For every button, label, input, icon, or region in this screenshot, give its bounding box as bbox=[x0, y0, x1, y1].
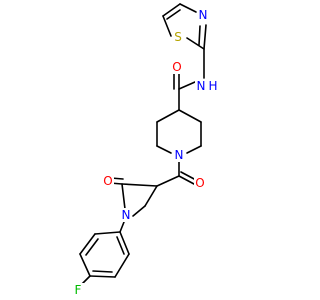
amide-nitrogen-label: N bbox=[197, 79, 206, 93]
bond-pyrrolidone-c5-c3 bbox=[121, 183, 158, 187]
atom-labels: S N N H O N O O N F bbox=[72, 8, 218, 297]
bond-piperidine-c4-c3 bbox=[156, 109, 180, 123]
bond-aryl-c3-c4 bbox=[79, 253, 91, 277]
label-bg-thiazole-n bbox=[197, 8, 209, 22]
bond-aryl-c5-c6 bbox=[114, 253, 130, 278]
bond-amide-n-carbonyl-c bbox=[178, 81, 196, 90]
bond-pyrrolidone-c3-c4 bbox=[144, 185, 158, 207]
bond-aryl-c4-c5 bbox=[89, 275, 116, 278]
bond-thiazole-c5-c4-inner bbox=[166, 9, 181, 20]
bond-thiazole-c2-s1 bbox=[186, 37, 205, 50]
thiazole-sulfur-label: S bbox=[174, 30, 182, 44]
ketone-oxygen-label: O bbox=[195, 176, 204, 190]
bond-thiazole-c5-c4 bbox=[162, 3, 181, 17]
label-bg-s bbox=[172, 30, 184, 44]
label-bg-fluorine bbox=[72, 283, 84, 297]
bond-piperidine-n1-c6 bbox=[186, 145, 202, 154]
bond-aryl-c4-c5-inner bbox=[92, 270, 113, 273]
bond-aryl-c6-c1-inner bbox=[116, 236, 125, 255]
bond-ketone-c-o-a bbox=[178, 175, 195, 185]
bond-aryl-c2-c3-inner bbox=[85, 238, 99, 256]
bond-pyrrolidone-n1-c5 bbox=[121, 183, 126, 210]
thiazole-nitrogen-label: N bbox=[199, 8, 208, 22]
amide-hydrogen-label: H bbox=[208, 79, 217, 93]
bonds bbox=[79, 3, 207, 286]
bond-thiazole-n3-c2 bbox=[203, 24, 207, 50]
bond-aryl-c2-c3 bbox=[79, 233, 96, 255]
label-bg-piperidine-n bbox=[173, 148, 185, 162]
bond-aryl-c1-c2 bbox=[94, 231, 121, 235]
molecule-structure-diagram: S N N H O N O O N F bbox=[72, 3, 218, 297]
bond-thiazole-n3-c2-inner bbox=[198, 25, 201, 46]
bond-ketone-c-o-b bbox=[180, 171, 197, 181]
fluorine-label: F bbox=[75, 283, 82, 297]
label-bg-amide-o bbox=[171, 60, 183, 74]
bond-piperidine-c5-c4 bbox=[178, 109, 202, 123]
lactam-oxygen-label: O bbox=[103, 174, 112, 188]
label-bg-lactam-o bbox=[102, 174, 114, 188]
label-bg-pyrrolidone-n bbox=[120, 208, 132, 222]
amide-oxygen-label: O bbox=[172, 60, 181, 74]
piperidine-nitrogen-label: N bbox=[175, 148, 184, 162]
bond-aryl-c6-c1 bbox=[119, 231, 130, 255]
bond-piperidine-c2-n1 bbox=[156, 145, 172, 154]
bond-thiazole-c4-n3 bbox=[179, 3, 197, 13]
label-bg-ketone-o bbox=[194, 176, 206, 190]
label-bg-amide-n bbox=[195, 79, 207, 93]
pyrrolidone-nitrogen-label: N bbox=[122, 208, 131, 222]
bond-thiazole-s1-c5 bbox=[162, 15, 172, 37]
bond-pyrrolidone-c4-n1 bbox=[132, 205, 146, 217]
bond-ketone-c-pyrrolidone-c3 bbox=[156, 175, 180, 187]
bond-pyrrolidone-n-aryl bbox=[119, 221, 125, 233]
